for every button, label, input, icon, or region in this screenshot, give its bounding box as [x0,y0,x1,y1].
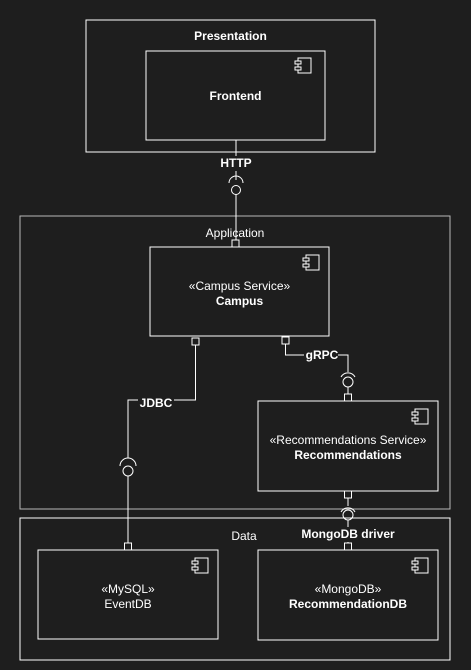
component-recommendations[interactable]: «Recommendations Service» Recommendation… [257,400,439,492]
layer-application-frame [19,215,451,510]
connector-jdbc-ball [122,465,134,477]
connector-grpc: gRPC [281,336,356,402]
component-eventdb[interactable]: «MySQL» EventDB [37,549,219,640]
connector-http-socket [228,175,244,184]
component-recommendationdb-box[interactable] [257,549,439,641]
layer-presentation-title: Presentation [194,29,267,43]
component-campus-name: Campus [216,294,264,308]
component-campus-box[interactable] [149,246,330,337]
recommendations-port-mongodb [344,490,352,499]
eventdb-port-jdbc [124,542,132,551]
connector-mongodb-socket [340,507,356,513]
layer-data-frame [19,517,451,661]
component-campus-stereotype: «Campus Service» [189,279,291,293]
connector-jdbc-label: JDBC [140,396,173,410]
campus-port-grpc [281,336,290,345]
layer-data: Data [19,517,451,661]
connector-jdbc: JDBC [119,337,200,551]
component-frontend-name: Frontend [210,89,262,103]
campus-port-http [231,239,240,248]
layer-presentation: Presentation [85,19,376,153]
component-icon [191,557,209,574]
component-recommendationdb[interactable]: «MongoDB» RecommendationDB [257,549,439,641]
campus-port-jdbc [191,337,200,346]
component-icon [411,408,429,425]
component-icon [302,254,320,271]
component-recommendations-name: Recommendations [294,448,402,462]
layer-presentation-frame [85,19,376,153]
component-eventdb-box[interactable] [37,549,219,640]
connector-jdbc-socket [119,457,137,467]
connector-mongodb-label: MongoDB driver [301,527,395,541]
layer-application-title: Application [206,226,265,240]
component-icon [294,57,312,74]
connector-grpc-ball [342,376,354,388]
recommendations-port-grpc [344,393,352,402]
layer-application: Application [19,215,451,510]
connector-http-ball [231,185,241,195]
component-eventdb-stereotype: «MySQL» [101,582,155,596]
component-eventdb-name: EventDB [104,597,151,611]
component-recommendationdb-name: RecommendationDB [289,597,407,611]
layer-data-title: Data [231,529,257,543]
connector-grpc-socket [340,372,356,378]
component-icon [411,557,429,574]
connector-mongodb: MongoDB driver [301,490,395,551]
component-frontend[interactable]: Frontend [145,50,326,141]
component-recommendationdb-stereotype: «MongoDB» [315,582,382,596]
component-recommendations-stereotype: «Recommendations Service» [270,433,427,447]
component-frontend-box[interactable] [145,50,326,141]
connector-http: HTTP [218,140,254,248]
recommendationdb-port-mongodb [344,542,352,551]
component-recommendations-box[interactable] [257,400,439,492]
component-campus[interactable]: «Campus Service» Campus [149,246,330,337]
connector-grpc-label: gRPC [306,348,339,362]
connector-http-label: HTTP [220,156,251,170]
